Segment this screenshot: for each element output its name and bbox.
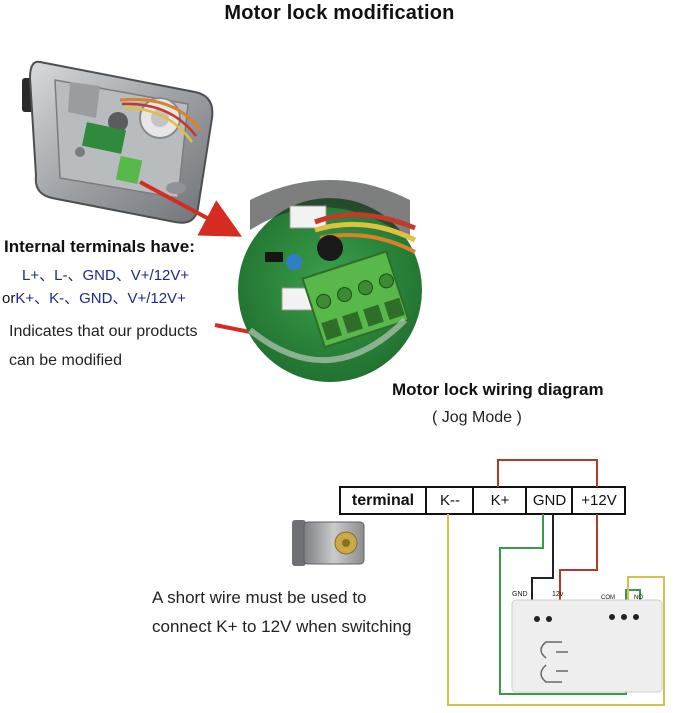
wiring-lines: [447, 459, 665, 706]
terminal-k-minus: K--: [440, 492, 460, 509]
wiring-diagram-title: Motor lock wiring diagram: [392, 380, 604, 399]
module-com-label: COM: [601, 595, 615, 601]
modification-note-line-2: can be modified: [9, 352, 122, 369]
jog-mode-label: ( Jog Mode ): [432, 409, 522, 426]
short-wire-note-line-2: connect K+ to 12V when switching: [152, 617, 412, 636]
short-wire-note-line-1: A short wire must be used to: [152, 588, 367, 607]
terminal-box: [339, 486, 626, 515]
relay-module: [511, 599, 663, 693]
page-title: Motor lock modification: [224, 2, 455, 24]
small-lock-photo: [292, 520, 365, 566]
module-no-label: NO: [634, 595, 643, 601]
terminal-12v: +12V: [581, 492, 617, 509]
lock-box-photo: [22, 60, 214, 224]
module-gnd-label: GND: [512, 591, 528, 598]
module-12v-label: 12v: [552, 591, 564, 598]
pcb-closeup-photo: [238, 180, 422, 382]
short-wire-note: A short wire must be used to connect K+ …: [152, 583, 411, 641]
terminal-line-1: L+、L-、GND、V+/12V+: [22, 267, 190, 284]
internal-terminals-heading: Internal terminals have:: [4, 237, 195, 257]
arrow-to-closeup: [139, 180, 243, 237]
terminal-line-2: orK+、K-、GND、V+/12V+: [2, 287, 186, 308]
internal-terminals-heading-text: Internal terminals have: [4, 237, 190, 256]
modification-note: Indicates that our products can be modif…: [9, 317, 249, 375]
terminal-line-2-prefix: or: [2, 290, 16, 307]
modification-note-line-1: Indicates that our products: [9, 323, 198, 340]
terminal-k-plus: K+: [490, 492, 510, 509]
terminal-line-2-text: K+、K-、GND、V+/12V+: [15, 290, 186, 307]
terminal-label: terminal: [351, 492, 415, 509]
terminal-gnd: GND: [532, 492, 567, 509]
heading-colon: :: [189, 237, 195, 256]
